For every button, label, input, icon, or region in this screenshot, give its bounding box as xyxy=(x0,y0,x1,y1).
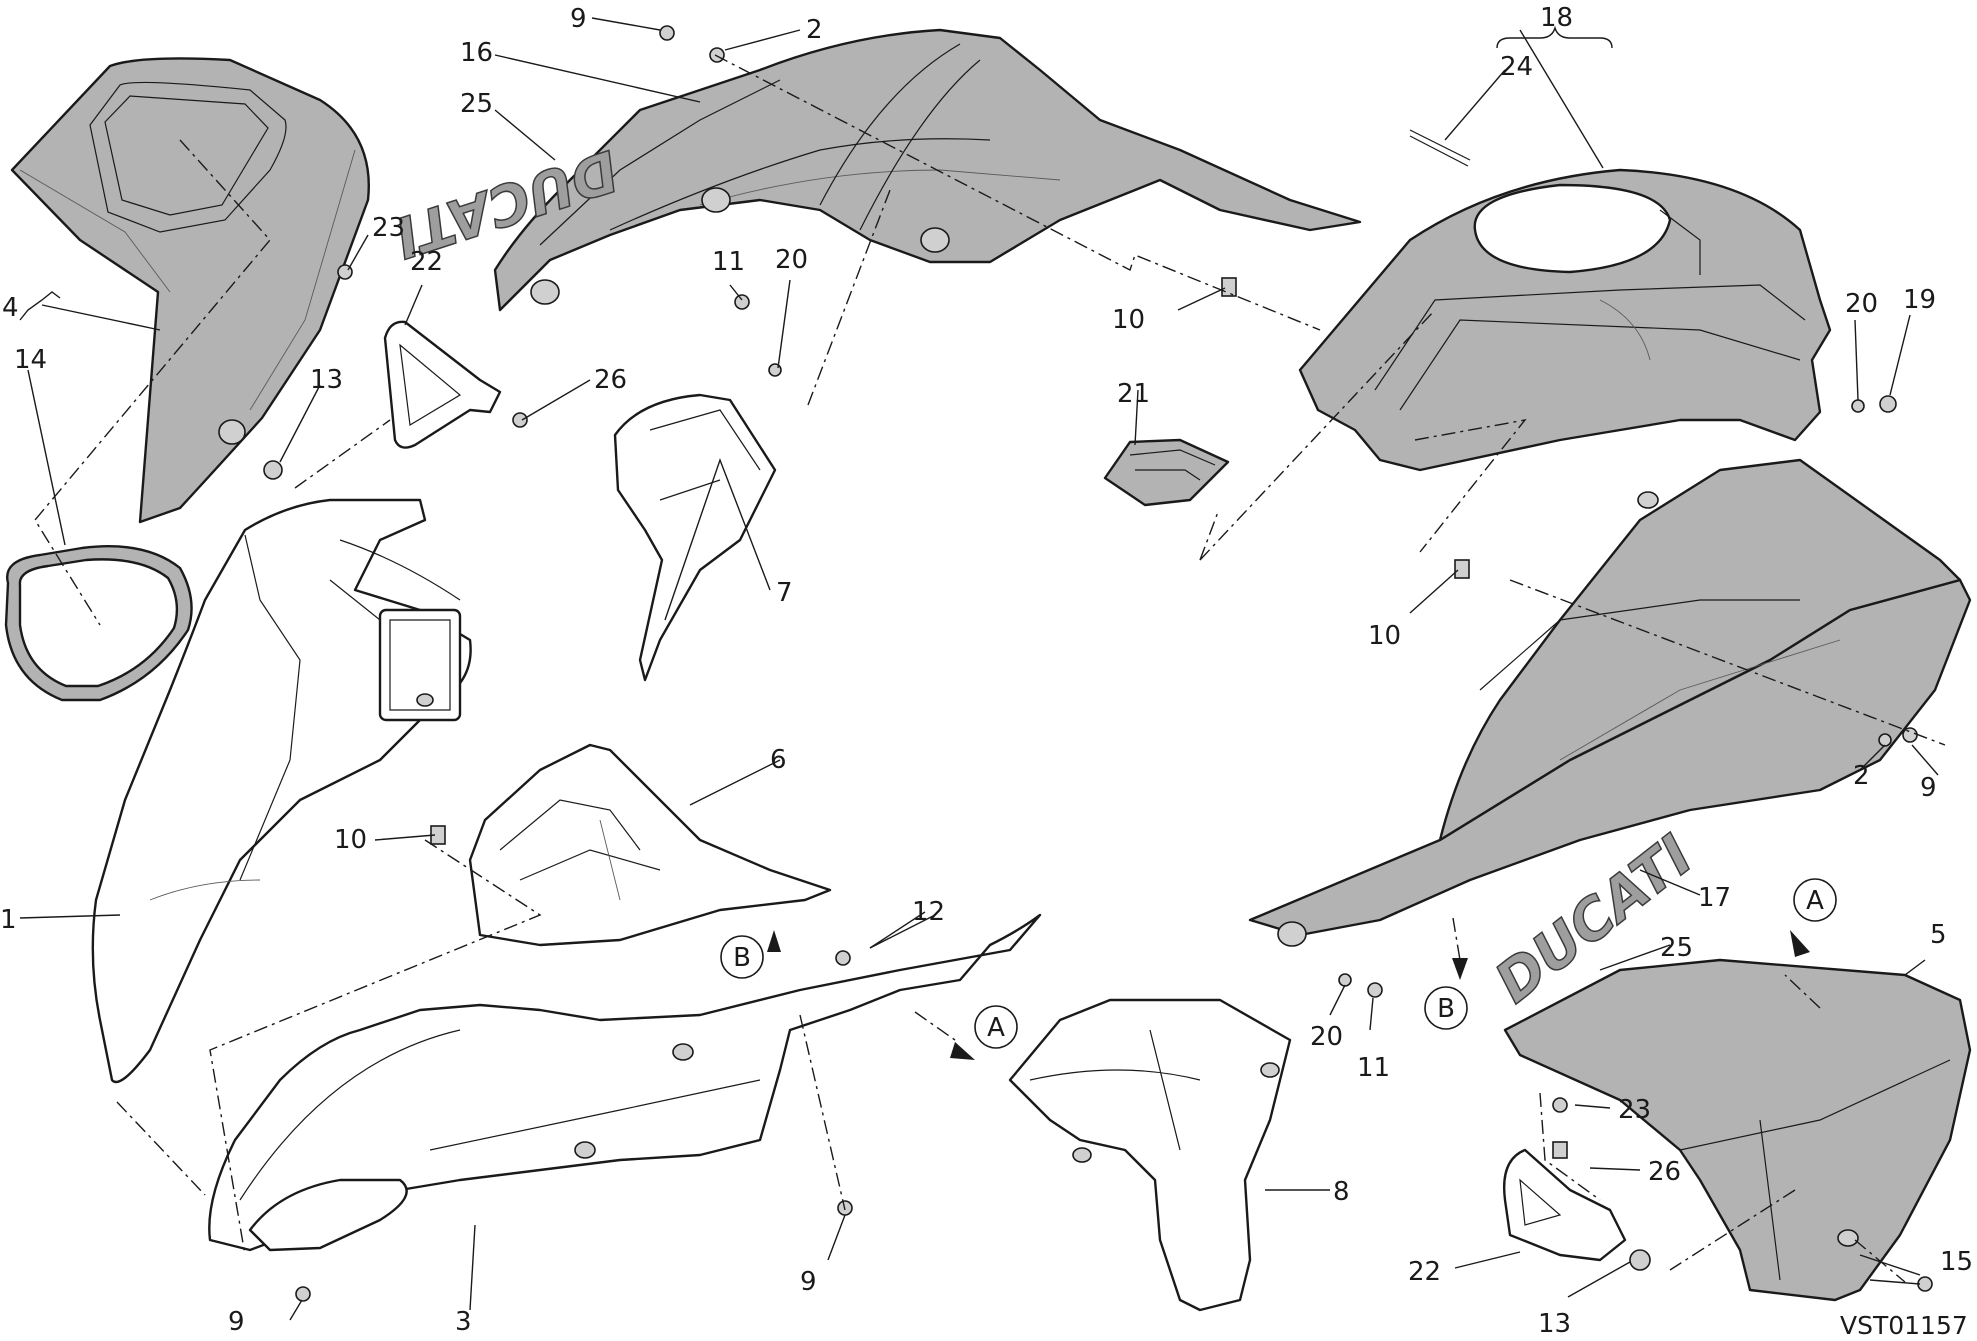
callout-25: 25 xyxy=(1660,933,1693,963)
part-4-left-side-panel xyxy=(10,57,370,524)
callout-17: 17 xyxy=(1698,883,1731,913)
part-21-bracket xyxy=(1103,438,1230,507)
callout-9: 9 xyxy=(570,4,587,34)
callout-20: 20 xyxy=(1310,1022,1343,1052)
callout-18: 18 xyxy=(1540,3,1573,33)
callout-20: 20 xyxy=(1845,289,1878,319)
callout-20: 20 xyxy=(775,245,808,275)
callout-9: 9 xyxy=(228,1307,245,1337)
reference-circle-a-left xyxy=(974,1005,1018,1049)
callout-9: 9 xyxy=(800,1267,817,1297)
reference-letter: B xyxy=(733,943,751,973)
leader-lines xyxy=(19,17,1939,1321)
brace-18 xyxy=(1496,25,1613,49)
arrow-b-lower xyxy=(1452,958,1468,980)
part-16-tank-cover xyxy=(493,28,1362,312)
callout-23: 23 xyxy=(1618,1095,1651,1125)
callout-11: 11 xyxy=(712,247,745,277)
callout-19: 19 xyxy=(1903,285,1936,315)
callout-9: 9 xyxy=(1920,773,1937,803)
reference-circle-b-lower xyxy=(1424,986,1468,1030)
callout-4: 4 xyxy=(2,293,19,323)
callout-10: 10 xyxy=(1368,621,1401,651)
callout-10: 10 xyxy=(334,825,367,855)
callout-22: 22 xyxy=(410,247,443,277)
callout-22: 22 xyxy=(1408,1257,1441,1287)
part-17-right-side-panel xyxy=(1248,458,1972,947)
callout-11: 11 xyxy=(1357,1053,1390,1083)
part-18-tank-top-cover xyxy=(1298,168,1832,472)
callout-labels: 9 2 16 25 23 22 4 14 13 26 11 20 10 18 2… xyxy=(0,3,1973,1339)
callout-26: 26 xyxy=(594,365,627,395)
callout-21: 21 xyxy=(1117,379,1150,409)
callout-3: 3 xyxy=(455,1307,472,1337)
callout-12: 12 xyxy=(912,897,945,927)
drawing-code: VST01157 xyxy=(1840,1311,1968,1340)
callout-8: 8 xyxy=(1333,1177,1350,1207)
callout-6: 6 xyxy=(770,745,787,775)
part-7-side-insert xyxy=(613,393,777,682)
assembly-lines xyxy=(34,54,1946,1283)
brace-4 xyxy=(19,291,61,321)
callout-16: 16 xyxy=(460,38,493,68)
part-6-inner-cover xyxy=(468,743,832,947)
callout-24: 24 xyxy=(1500,52,1533,82)
reference-letter: A xyxy=(987,1013,1005,1043)
callout-2: 2 xyxy=(806,15,823,45)
part-3-lower-fairing xyxy=(208,913,1042,1252)
reference-letter: A xyxy=(1806,886,1824,916)
callout-5: 5 xyxy=(1930,920,1947,950)
callout-14: 14 xyxy=(14,345,47,375)
fastener-hardware xyxy=(263,25,1933,1302)
part-22-bracket-upper xyxy=(383,320,502,449)
part-1-front-fairing xyxy=(91,498,472,1084)
reference-circle-b-upper xyxy=(720,935,764,979)
callout-26: 26 xyxy=(1648,1157,1681,1187)
arrow-a-left xyxy=(950,1042,975,1060)
part-8-lower-side-panel xyxy=(1008,998,1292,1312)
callout-10: 10 xyxy=(1112,305,1145,335)
arrow-b-upper xyxy=(767,930,781,952)
reference-letter: B xyxy=(1437,994,1455,1024)
callout-15: 15 xyxy=(1940,1247,1973,1277)
callout-2: 2 xyxy=(1853,761,1870,791)
part-22-bracket-lower xyxy=(1503,1148,1627,1262)
arrow-a-right xyxy=(1790,930,1810,957)
callout-25: 25 xyxy=(460,89,493,119)
callout-13: 13 xyxy=(1538,1309,1571,1339)
callout-1: 1 xyxy=(0,905,17,935)
part-24-trim-strip xyxy=(1409,129,1471,167)
callout-23: 23 xyxy=(372,213,405,243)
callout-13: 13 xyxy=(310,365,343,395)
callout-7: 7 xyxy=(776,578,793,608)
part-5-right-lower-panel xyxy=(1503,958,1972,1302)
reference-circle-a-right xyxy=(1793,878,1837,922)
